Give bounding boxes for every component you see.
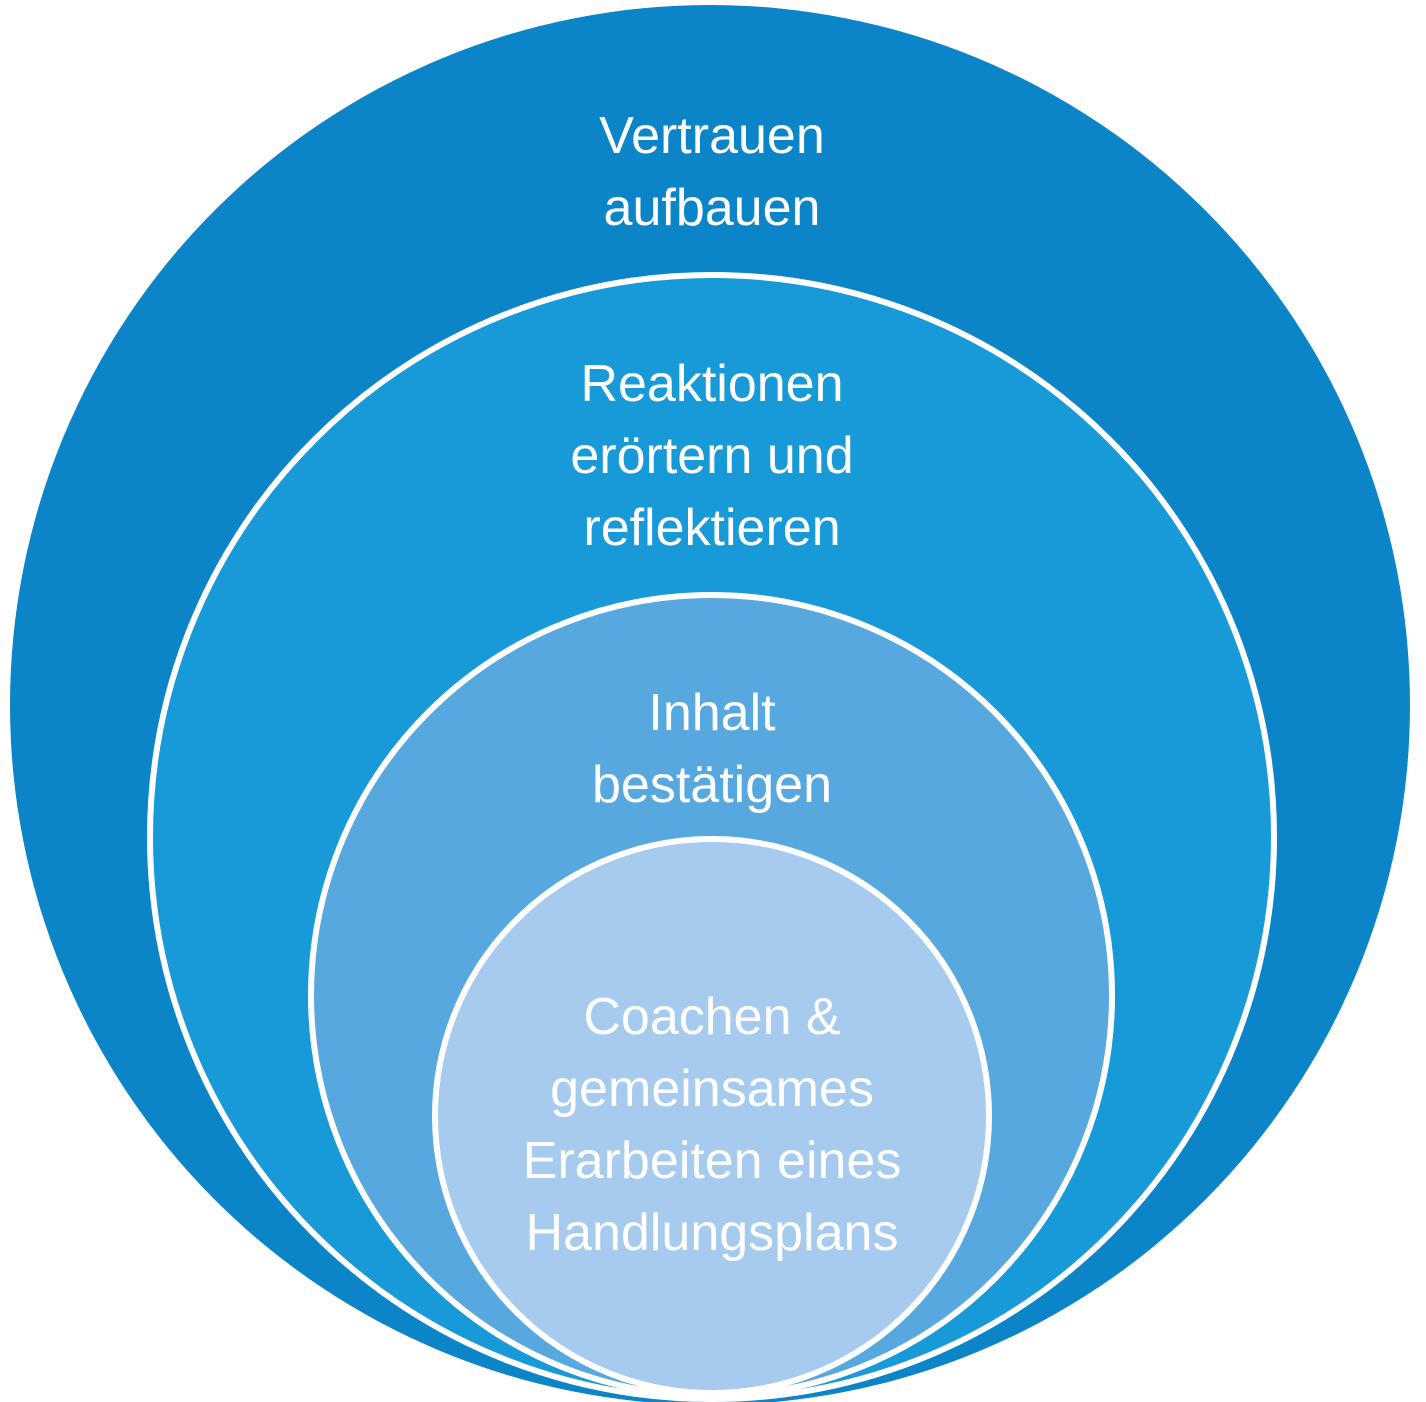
label-line: Handlungsplans xyxy=(525,1204,899,1262)
ring-label-inhalt-bestaetigen: Inhalt bestätigen xyxy=(312,677,1112,821)
label-line: erörtern und xyxy=(570,427,854,485)
label-line: reflektieren xyxy=(583,499,841,557)
ring-label-vertrauen-aufbauen: Vertrauen aufbauen xyxy=(312,100,1112,244)
ring-label-coachen-handlungsplan: Coachen & gemeinsames Erarbeiten eines H… xyxy=(312,981,1112,1269)
label-line: Erarbeiten eines xyxy=(522,1132,902,1190)
ring-label-reaktionen-eroertern: Reaktionen erörtern und reflektieren xyxy=(312,348,1112,564)
ring-circle-coachen-handlungsplan xyxy=(432,836,992,1396)
label-line: Reaktionen xyxy=(580,355,844,413)
label-line: Inhalt xyxy=(648,684,776,742)
label-line: Vertrauen xyxy=(599,107,825,165)
label-line: gemeinsames xyxy=(550,1060,874,1118)
label-line: bestätigen xyxy=(592,756,832,814)
label-line: Coachen & xyxy=(583,988,841,1046)
label-line: aufbauen xyxy=(603,179,821,237)
